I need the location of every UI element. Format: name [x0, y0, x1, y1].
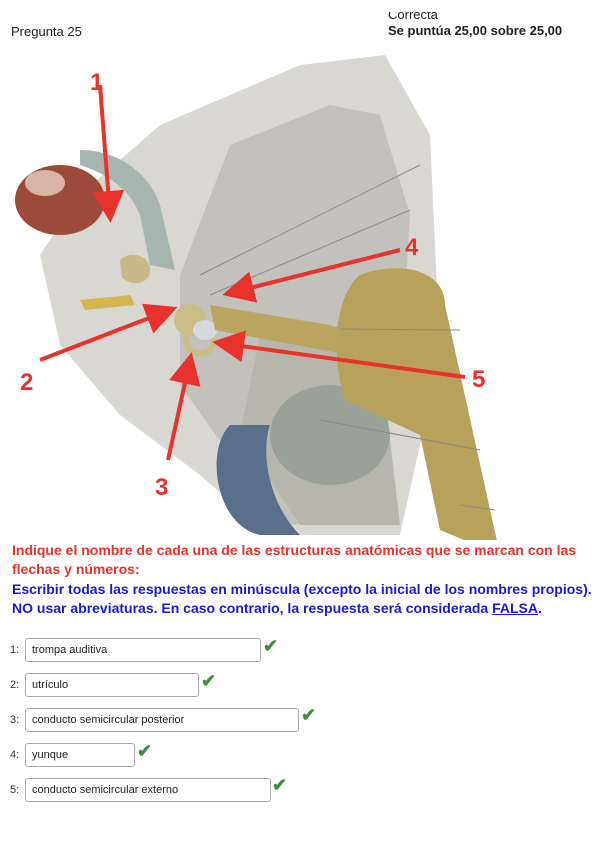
external-canal-shape: [210, 305, 360, 355]
correct-check-icon: ✔: [201, 671, 217, 691]
instruction-blue: Escribir todas las respuestas en minúscu…: [12, 580, 597, 618]
oval-window-shape: [193, 320, 217, 340]
state-text: Correcta: [388, 12, 438, 22]
arrow-1: [92, 84, 125, 223]
pinna-shape: [336, 268, 497, 540]
facial-nerve-shape: [80, 295, 135, 310]
answer-input[interactable]: trompa auditiva: [25, 638, 261, 662]
answer-number: 5:: [10, 784, 20, 796]
answer-number: 1:: [10, 644, 20, 656]
answer-number: 4:: [10, 749, 20, 761]
arrow-4: [222, 248, 401, 303]
label-3: 3: [155, 474, 168, 501]
arrow-3: [166, 352, 201, 461]
instruction-blue-end: .: [538, 600, 542, 616]
label-5: 5: [472, 366, 485, 393]
arrow-2: [39, 303, 178, 362]
cochlea-shape: [120, 254, 150, 284]
false-word: FALSA: [492, 600, 538, 616]
answer-input[interactable]: conducto semicircular posterior: [25, 708, 299, 732]
question-number: Pregunta 25: [11, 24, 82, 39]
instruction-blue-text: Escribir todas las respuestas en minúscu…: [12, 581, 592, 616]
leader-line: [199, 164, 421, 276]
label-1: 1: [90, 69, 103, 96]
answer-input[interactable]: conducto semicircular externo: [25, 778, 271, 802]
leader-line: [339, 328, 461, 331]
carotid-lumen-shape: [25, 170, 65, 196]
answer-input[interactable]: yunque: [25, 743, 135, 767]
instruction-red: Indique el nombre de cada una de las est…: [12, 542, 577, 577]
label-2: 2: [20, 369, 33, 396]
answer-number: 3:: [10, 714, 20, 726]
correct-check-icon: ✔: [301, 705, 317, 725]
label-4: 4: [405, 234, 419, 261]
answer-input[interactable]: utrículo: [25, 673, 199, 697]
jugular-shape: [216, 425, 300, 535]
leader-line: [459, 504, 496, 511]
leader-line: [319, 419, 481, 451]
mastoid-cells-shape: [270, 385, 390, 485]
auditory-tube-shape: [80, 150, 175, 270]
question-status: Correcta Se puntúa 25,00 sobre 25,00: [388, 12, 562, 40]
answer-number: 2:: [10, 679, 20, 691]
grade-text: Se puntúa 25,00 sobre 25,00: [388, 23, 563, 38]
correct-check-icon: ✔: [263, 636, 279, 656]
anatomy-figure: 1 2 3 4 5: [15, 55, 497, 540]
correct-check-icon: ✔: [272, 775, 288, 795]
correct-check-icon: ✔: [137, 741, 153, 761]
arrow-5: [212, 330, 466, 379]
